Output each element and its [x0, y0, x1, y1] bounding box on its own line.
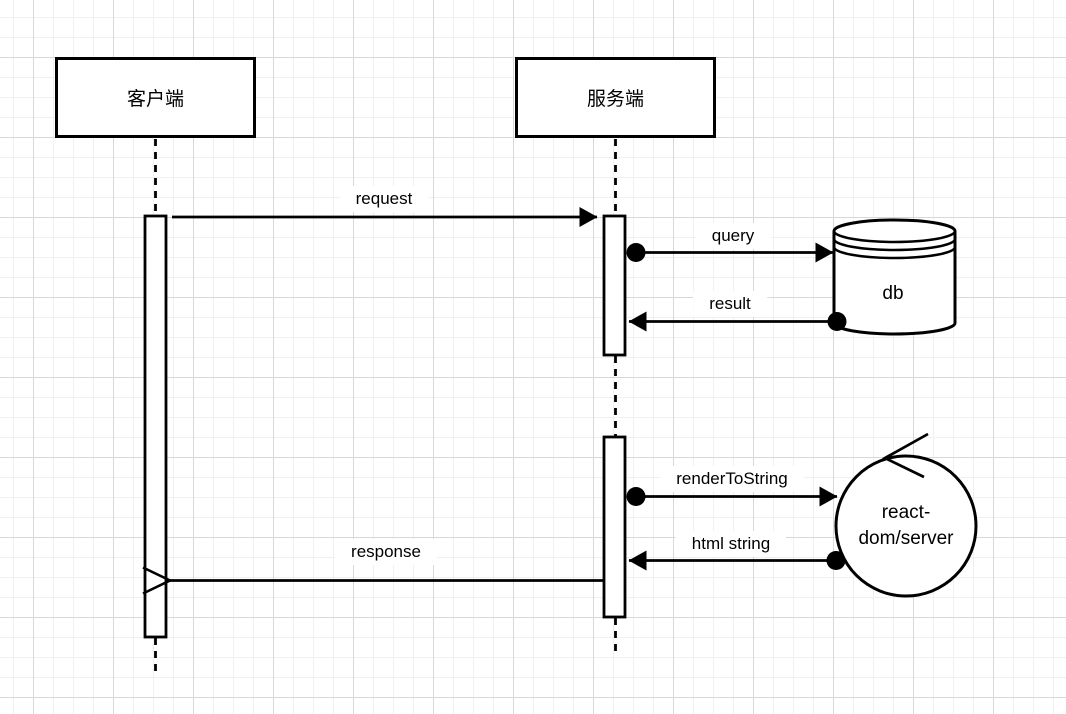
- actor-label-client: 客户端: [126, 89, 184, 110]
- client-activation-bar[interactable]: [143, 214, 168, 639]
- db-cylinder-top-rings: [832, 230, 957, 260]
- message-label-request[interactable]: request: [339, 186, 429, 212]
- server-activation-bar-1[interactable]: [602, 214, 627, 357]
- node-label-db[interactable]: db: [882, 283, 904, 304]
- rendertostring-origin-dot: [626, 487, 646, 506]
- actor-label-server: 服务端: [586, 89, 644, 110]
- server-activation-bar-2[interactable]: [602, 435, 627, 619]
- htmlstring-origin-dot: [826, 551, 846, 570]
- message-label-query[interactable]: query: [695, 223, 771, 249]
- actor-box-client[interactable]: 客户端: [55, 57, 256, 138]
- node-label-react-dom-server[interactable]: react- dom/server: [858, 500, 953, 552]
- react-label-line2: dom/server: [858, 528, 954, 549]
- message-label-rendertostring[interactable]: renderToString: [660, 466, 804, 492]
- react-dom-server-node[interactable]: [834, 432, 978, 598]
- react-dom-server-circle[interactable]: [834, 454, 978, 598]
- message-label-response[interactable]: response: [335, 539, 437, 565]
- message-label-htmlstring[interactable]: html string: [675, 531, 787, 557]
- result-origin-dot: [827, 312, 847, 331]
- query-origin-dot: [626, 243, 646, 262]
- message-label-result[interactable]: result: [693, 291, 767, 317]
- db-cylinder-body[interactable]: [832, 218, 957, 336]
- db-cylinder-node[interactable]: [832, 218, 957, 336]
- react-label-line1: react-: [881, 502, 931, 523]
- actor-box-server[interactable]: 服务端: [515, 57, 716, 138]
- control-arrow-icon: [882, 432, 929, 479]
